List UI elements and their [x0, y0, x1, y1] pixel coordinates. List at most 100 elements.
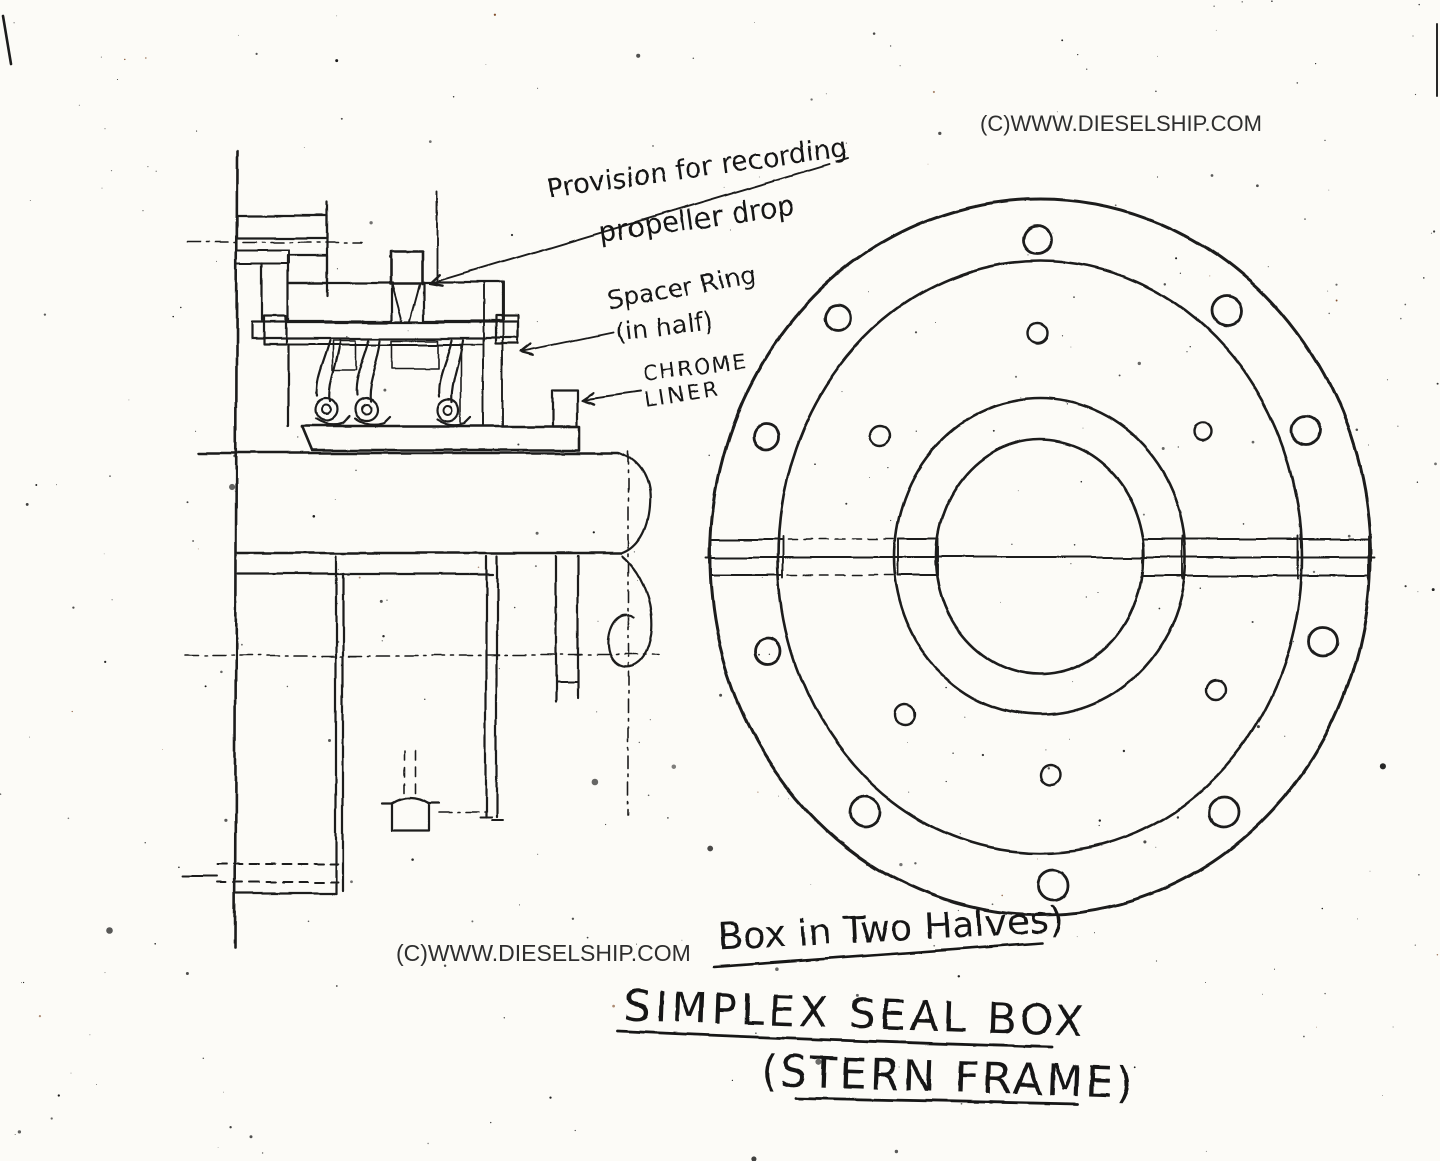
speck-dot: [355, 469, 357, 472]
speck-dot: [636, 943, 638, 945]
bolt-hole-outer: [1210, 294, 1244, 328]
speck-dot: [428, 140, 432, 143]
speck-dot: [815, 1058, 822, 1065]
stern-boss-structure: [183, 554, 580, 895]
bolt-hole-inner: [1192, 420, 1214, 442]
speck-dot: [1414, 944, 1416, 946]
speck-dot: [124, 58, 126, 61]
speck-dot: [1155, 846, 1157, 848]
speck-dot: [229, 1126, 232, 1129]
speck-dot: [894, 1149, 899, 1154]
speck-dot: [100, 56, 102, 58]
speck-dot: [1027, 254, 1029, 256]
speck-dot: [1080, 480, 1083, 483]
speck-dot: [1114, 204, 1117, 207]
speck-dot: [719, 693, 723, 697]
speck-dot: [1137, 361, 1141, 366]
underline-main-title: [616, 1029, 1054, 1049]
speck-dot: [899, 65, 901, 67]
frame-step: [236, 249, 290, 264]
speck-dot: [21, 982, 22, 984]
speck-dot: [1392, 1026, 1394, 1028]
speck-dot: [1097, 591, 1099, 594]
speck-dot: [915, 430, 917, 432]
speck-dot: [586, 936, 589, 939]
speck-dot: [510, 233, 514, 237]
speck-dot: [1434, 462, 1437, 466]
speck-dot: [1256, 725, 1260, 729]
spacer-ring-end-left: [262, 314, 288, 346]
speck-dot: [103, 553, 105, 555]
split-joint: [705, 535, 1375, 579]
speck-dot: [981, 753, 985, 757]
speck-dot: [1017, 490, 1019, 492]
speck-dot: [443, 964, 447, 968]
speck-dot: [671, 764, 677, 769]
speck-dot: [907, 1078, 910, 1080]
speck-dot: [1296, 82, 1299, 84]
speck-dot: [1312, 570, 1316, 574]
bolt-hole-inner: [1026, 321, 1050, 345]
speck-dot: [707, 845, 714, 852]
speck-dot: [369, 221, 373, 225]
speck-dot: [868, 291, 869, 293]
speck-dot: [1085, 596, 1087, 598]
speck-dot: [1397, 425, 1399, 427]
speck-dot: [1000, 601, 1001, 603]
speck-dot: [1011, 543, 1013, 545]
stern-frame-line: [233, 150, 239, 950]
speck-dot: [95, 1083, 98, 1086]
speck-dot: [1430, 232, 1433, 234]
propeller-shaft: [183, 451, 659, 816]
speck-dot: [1328, 189, 1330, 191]
speck-dot: [605, 823, 607, 826]
speck-dot: [1386, 379, 1389, 381]
speck-dot: [960, 1102, 963, 1105]
speck-dot: [427, 1142, 429, 1145]
speck-dot: [872, 32, 876, 35]
speck-dot: [1210, 174, 1214, 177]
speck-dot: [382, 634, 385, 638]
speck-dot: [1061, 335, 1064, 337]
speck-dot: [1052, 232, 1054, 234]
speck-dot: [1404, 303, 1407, 306]
speck-dot: [111, 599, 113, 601]
speck-dot: [933, 944, 936, 947]
speck-dot: [927, 163, 929, 165]
speck-dot: [932, 90, 935, 94]
speck-dot: [1086, 68, 1088, 70]
speck-dot: [104, 972, 106, 974]
bolt-hole-inner: [1038, 763, 1062, 787]
speck-dot: [172, 315, 174, 318]
speck-dot: [1335, 283, 1338, 286]
speck-dot: [144, 57, 147, 59]
speck-dot: [23, 981, 25, 984]
speck-dot: [1316, 1026, 1317, 1028]
annotation-provision-line2: propeller drop: [596, 189, 796, 249]
lip-seal: [435, 338, 473, 426]
recording-plug: [388, 250, 424, 286]
speck-dot: [1175, 257, 1178, 260]
speck-dot: [535, 531, 539, 535]
speck-dot: [1156, 176, 1159, 178]
speck-dot: [1073, 544, 1076, 546]
speck-dot: [1066, 403, 1069, 405]
speck-dot: [147, 165, 149, 168]
speck-dot: [890, 519, 892, 522]
speck-dot: [186, 501, 189, 504]
speck-dot: [407, 330, 409, 332]
speck-dot: [633, 551, 636, 553]
speck-dot: [898, 1066, 900, 1068]
speck-dot: [692, 57, 695, 59]
speck-dot: [229, 483, 236, 491]
speck-dot: [517, 443, 520, 446]
speck-dot: [261, 1152, 264, 1154]
speck-dot: [67, 817, 70, 820]
speck-dot: [757, 791, 759, 793]
speck-dot: [337, 568, 339, 570]
speck-dot: [841, 391, 843, 393]
speck-dot: [240, 643, 243, 646]
speck-dot: [775, 967, 779, 971]
speck-dot: [1369, 870, 1371, 872]
